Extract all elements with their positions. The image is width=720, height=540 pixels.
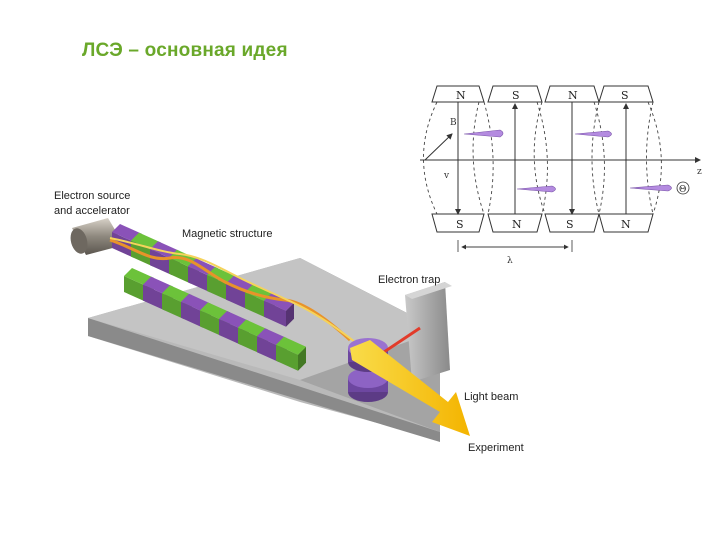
field-symbol: B xyxy=(450,118,457,128)
top-pole-2: S xyxy=(512,89,520,102)
platform-front xyxy=(88,318,440,442)
axis-symbol: z xyxy=(697,167,702,177)
bottom-pole-2: N xyxy=(512,218,522,231)
bottom-pole-3: S xyxy=(566,218,574,231)
label-electron-trap: Electron trap xyxy=(378,274,440,286)
apparatus-labels: Electron source and accelerator Magnetic… xyxy=(54,190,524,454)
top-pole-3: N xyxy=(568,89,578,102)
label-source-2: and accelerator xyxy=(54,205,130,217)
theta-circle xyxy=(676,181,690,195)
top-pole-4: S xyxy=(621,89,629,102)
label-light-beam: Light beam xyxy=(464,391,518,403)
undulator-schematic: N S N S S N S N xyxy=(420,85,702,266)
fel-apparatus xyxy=(70,218,470,442)
bottom-pole-4: N xyxy=(621,218,631,231)
period-symbol: λ xyxy=(507,256,513,266)
top-pole-1: N xyxy=(456,89,466,102)
light-beam xyxy=(350,340,470,436)
velocity-symbol: v xyxy=(443,171,450,181)
label-source-1: Electron source xyxy=(54,190,130,202)
slide-title: ЛСЭ – основная идея xyxy=(82,40,288,61)
top-pole-row: N S N S xyxy=(431,85,654,103)
theta-symbol: Θ xyxy=(679,185,686,195)
label-magnetic-structure: Magnetic structure xyxy=(182,228,272,240)
electron-path-2 xyxy=(109,237,361,347)
velocity-arrow xyxy=(424,133,453,161)
fringe-fields xyxy=(423,101,662,215)
bottom-pole-1: S xyxy=(456,218,464,231)
electron-trap xyxy=(405,282,452,382)
bottom-pole-row: S N S N xyxy=(431,213,654,233)
magnetic-structure xyxy=(112,224,306,371)
magnet-block xyxy=(276,336,306,371)
electron-path xyxy=(109,238,352,342)
electron-bunches xyxy=(463,129,672,193)
label-experiment: Experiment xyxy=(468,442,524,454)
field-lines xyxy=(455,102,629,215)
electron-source xyxy=(70,218,124,255)
